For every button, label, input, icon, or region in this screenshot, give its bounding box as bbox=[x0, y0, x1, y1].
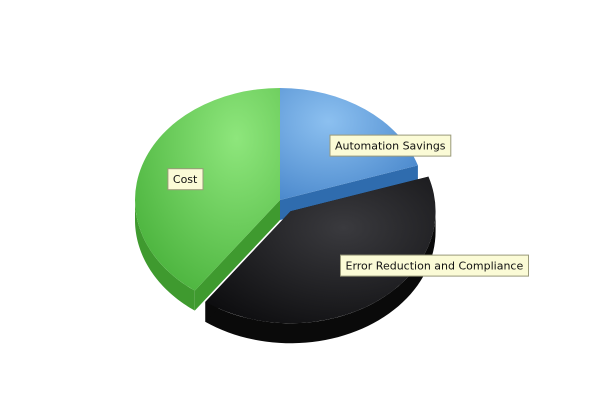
slice-label-box bbox=[329, 134, 452, 157]
pie-slice-error-reduction-and-compliance bbox=[205, 176, 436, 344]
pie-slice-cost bbox=[134, 88, 280, 311]
slice-label-automation-savings: Automation Savings bbox=[329, 134, 452, 157]
slices-layer bbox=[134, 88, 436, 344]
pie-slice-side-error-reduction-and-compliance bbox=[205, 211, 436, 344]
pie-slice-top-cost bbox=[134, 88, 280, 291]
slice-label-cost: Cost bbox=[167, 168, 204, 191]
pie-slice-face-cost-0 bbox=[194, 200, 280, 311]
slice-label-text: Automation Savings bbox=[335, 139, 446, 152]
slice-label-box bbox=[340, 254, 529, 277]
slice-label-box bbox=[167, 168, 204, 191]
slice-label-text: Cost bbox=[173, 173, 198, 186]
pie-slice-top-error-reduction-and-compliance bbox=[205, 176, 436, 324]
slice-label-text: Error Reduction and Compliance bbox=[346, 259, 524, 272]
pie-slice-side-cost bbox=[135, 200, 195, 311]
slice-label-error-reduction-and-compliance: Error Reduction and Compliance bbox=[340, 254, 529, 277]
